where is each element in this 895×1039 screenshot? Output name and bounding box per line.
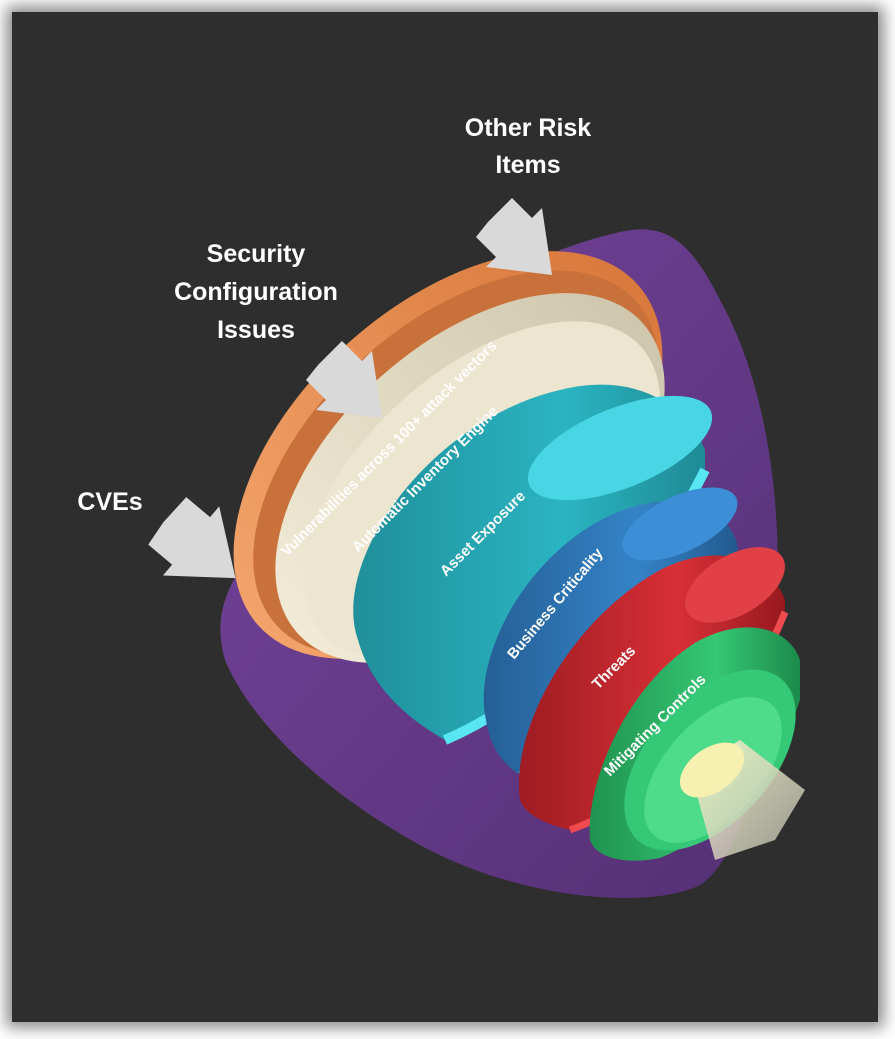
- arrow-icon-security-config: [306, 341, 382, 418]
- arrow-icon-other-risk: [476, 198, 552, 275]
- arrow-icon-cves: [148, 497, 236, 579]
- label-cves: CVEs: [77, 488, 142, 516]
- label-other-risk-line1: Other Risk: [465, 114, 592, 142]
- output-beam: [679, 740, 805, 860]
- label-other-risk-line2: Items: [495, 151, 560, 179]
- label-security-config-line3: Issues: [217, 316, 295, 344]
- label-security-config-line2: Configuration: [174, 278, 338, 306]
- label-security-config-line1: Security: [207, 240, 306, 268]
